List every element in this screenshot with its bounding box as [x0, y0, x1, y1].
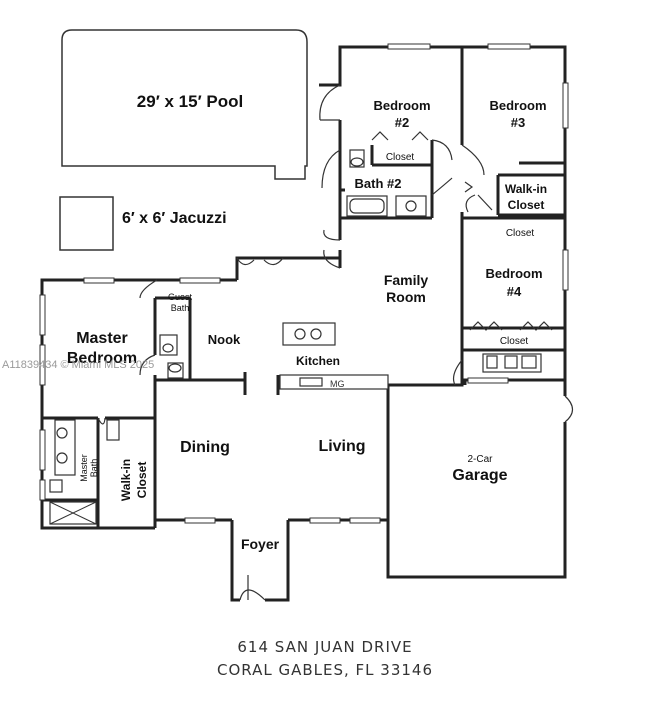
- pool-label: 29′ x 15′ Pool: [137, 92, 243, 111]
- dining-label: Dining: [180, 439, 230, 456]
- doors: [97, 84, 574, 601]
- master-bath-label-2: Bath: [89, 459, 99, 478]
- fixtures: MG: [49, 149, 542, 525]
- walkin-label-1: Walk-in: [505, 182, 547, 196]
- jacuzzi-label: 6′ x 6′ Jacuzzi: [122, 210, 227, 227]
- closet-hall-label: Closet: [506, 228, 535, 239]
- nook-label: Nook: [208, 332, 241, 347]
- closet-bedroom2-label: Closet: [386, 152, 415, 163]
- windows: [39, 43, 569, 524]
- bedroom2-label-2: #2: [395, 115, 409, 130]
- master-walkin-label-1: Walk-in: [119, 459, 133, 501]
- family-room-label-1: Family: [384, 272, 429, 288]
- jacuzzi: [59, 196, 114, 251]
- family-room-label-2: Room: [386, 289, 426, 305]
- master-walkin-label-2: Closet: [135, 462, 149, 499]
- address-line-2: CORAL GABLES, FL 33146: [217, 661, 433, 679]
- walkin-label-2: Closet: [508, 198, 545, 212]
- garage-label-1: 2-Car: [467, 454, 493, 465]
- guest-bath-label-1: Guest: [168, 292, 193, 302]
- address-line-1: 614 SAN JUAN DRIVE: [237, 638, 412, 656]
- bifold-doors: [371, 131, 553, 331]
- guest-bath-label-2: Bath: [171, 303, 190, 313]
- svg-text:MG: MG: [330, 379, 345, 389]
- bedroom4-label-1: Bedroom: [485, 266, 542, 281]
- walls: [40, 45, 567, 602]
- bedroom2-label-1: Bedroom: [373, 98, 430, 113]
- bedroom4-label-2: #4: [507, 284, 522, 299]
- bedroom3-label-2: #3: [511, 115, 525, 130]
- master-bath-label-1: Master: [79, 454, 89, 482]
- foyer-label: Foyer: [241, 536, 280, 552]
- bath2-label: Bath #2: [355, 176, 402, 191]
- living-label: Living: [318, 438, 365, 455]
- master-bedroom-label-2: Bedroom: [67, 350, 137, 367]
- bedroom3-label-1: Bedroom: [489, 98, 546, 113]
- watermark: A11839434 © Miami MLS 2025: [2, 359, 154, 371]
- garage-label-2: Garage: [452, 467, 507, 484]
- kitchen-label: Kitchen: [296, 354, 340, 368]
- pool: [61, 29, 308, 180]
- closet-bedroom4-label: Closet: [500, 336, 529, 347]
- master-bedroom-label-1: Master: [76, 330, 128, 347]
